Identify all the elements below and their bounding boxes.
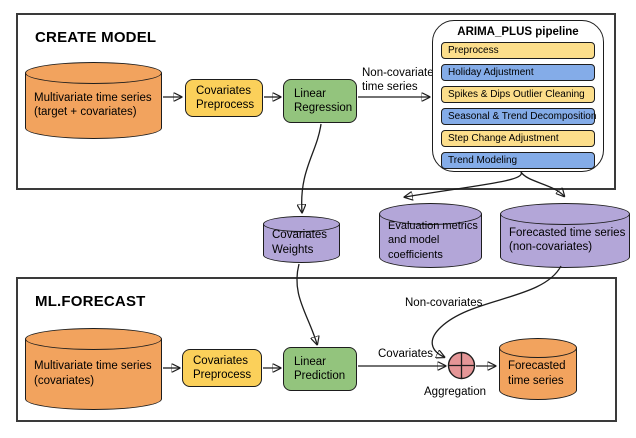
linear-regression-box: Linear Regression — [283, 79, 357, 123]
aggregation-label: Aggregation — [424, 386, 487, 398]
cylinder-top — [25, 62, 162, 84]
cylinder-label: Forecasted time series (non-covariates) — [509, 226, 626, 254]
linear-prediction-box: Linear Prediction — [283, 347, 357, 391]
cylinder-label: Multivariate time series (target + covar… — [34, 91, 152, 119]
arima-step: Seasonal & Trend Decomposition — [441, 108, 596, 125]
cylinder-body — [25, 339, 162, 410]
cylinder-forecasted-non-covariates: Forecasted time series (non-covariates) — [500, 203, 630, 268]
covariates-preprocess-box-bottom: Covariates Preprocess — [182, 349, 262, 387]
arima-step: Preprocess — [441, 42, 595, 59]
cylinder-multivariate-covariates: Multivariate time series (covariates) — [25, 328, 162, 410]
non-covariates-time-series-label: Non-covariates time series — [362, 67, 440, 94]
create-model-title: CREATE MODEL — [35, 29, 157, 46]
arima-pipeline-title: ARIMA_PLUS pipeline — [457, 26, 579, 38]
cylinder-body — [500, 214, 630, 268]
cylinder-body — [25, 73, 162, 139]
cylinder-label: Forecasted time series — [508, 359, 566, 387]
cylinder-top — [25, 328, 162, 350]
arima-step: Spikes & Dips Outlier Cleaning — [441, 86, 595, 103]
arima-step: Holiday Adjustment — [441, 64, 595, 81]
cylinder-multivariate-target: Multivariate time series (target + covar… — [25, 62, 162, 139]
cylinder-forecasted-time-series: Forecasted time series — [499, 338, 577, 400]
cylinder-label: Evaluation metrics and model coefficient… — [388, 220, 478, 261]
cylinder-covariates-weights: Covariates Weights — [263, 216, 340, 263]
cylinder-top — [263, 216, 340, 232]
covariates-label: Covariates — [378, 348, 433, 360]
cylinder-label: Multivariate time series (covariates) — [34, 360, 152, 387]
arima-step: Step Change Adjustment — [441, 130, 595, 147]
covariates-preprocess-box-top: Covariates Preprocess — [185, 79, 263, 117]
cylinder-top — [500, 203, 630, 225]
cylinder-evaluation-metrics: Evaluation metrics and model coefficient… — [379, 203, 482, 268]
ml-forecast-title: ML.FORECAST — [35, 293, 146, 310]
cylinder-top — [379, 203, 482, 225]
non-covariates-label: Non-covariates — [405, 297, 483, 309]
cylinder-label: Covariates Weights — [272, 229, 327, 257]
arima-step: Trend Modeling — [441, 152, 595, 169]
